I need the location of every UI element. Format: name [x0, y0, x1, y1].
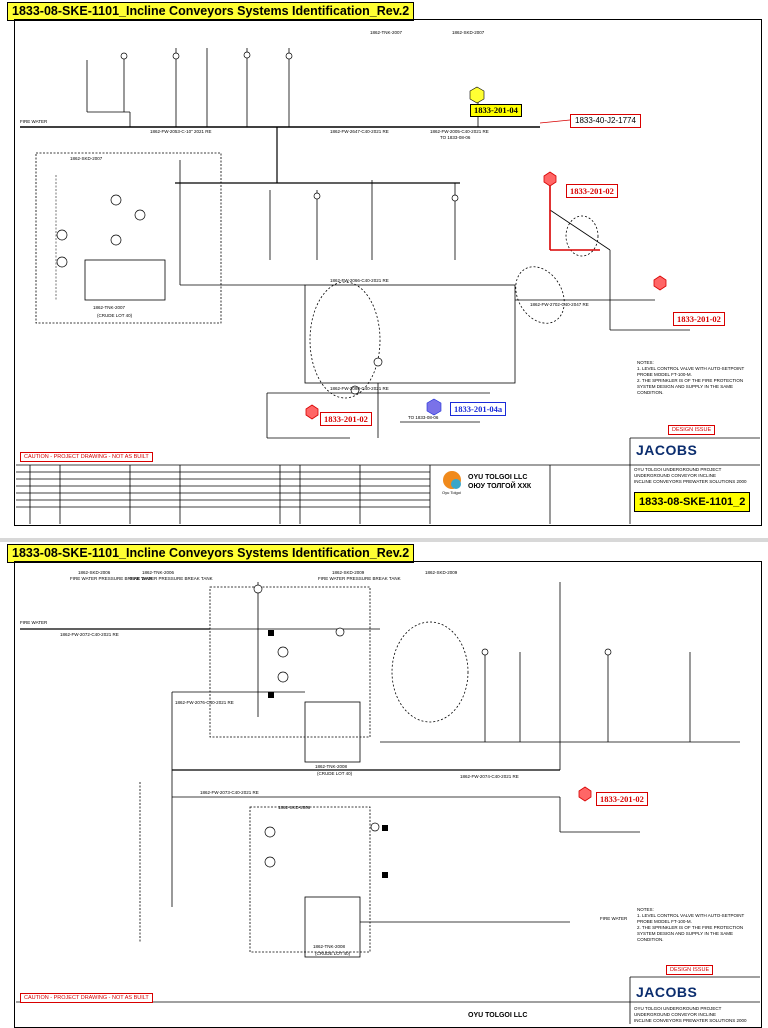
note-item: 2. THE SPRINKLER IS OF THE FIRE PROTECTI…	[637, 378, 744, 395]
drawing-frame	[14, 19, 762, 526]
project-line: INCLINE CONVEYORS PREWATER SOLUTIONS 200…	[634, 479, 747, 484]
document-title-banner: 1833-08-SKE-1101_Incline Conveyors Syste…	[7, 2, 415, 21]
line-label: 1862-FW-2072-C40-2021 RE	[60, 632, 119, 637]
notes-heading: NOTES:	[637, 907, 654, 912]
drawing-number: 1833-08-SKE-1101_2	[634, 492, 751, 512]
reference-tag[interactable]: 1833-40-J2-1774	[570, 114, 641, 128]
line-label: 1862-FW-2073-C40-2021 RE	[200, 790, 259, 795]
document-title-banner: 1833-08-SKE-1101_Incline Conveyors Syste…	[7, 544, 415, 563]
project-line: OYU TOLGOI UNDERGROUND PROJECT	[634, 1006, 722, 1011]
tank-label: 1862-TNK-2008	[313, 944, 346, 949]
piping-schematic	[16, 582, 760, 1024]
tank-label: 1862-TNK-2007	[370, 30, 403, 35]
drawing-sheet-1: 1833-08-SKE-1101_Incline Conveyors Syste…	[7, 2, 762, 526]
skid-label: 1862-SKD-2006	[78, 570, 111, 575]
company-name-mn: ОЮУ ТОЛГОЙ ХХК	[468, 483, 532, 490]
callout-tag-red[interactable]: 1833-201-02	[566, 184, 618, 198]
logo-text: Oyu Tolgoi	[442, 490, 461, 495]
callout-tag-red[interactable]: 1833-201-02	[596, 792, 648, 806]
project-line: OYU TOLGOI UNDERGROUND PROJECT	[634, 467, 722, 472]
project-line: UNDERGROUND CONVEYOR INCLINE	[634, 473, 717, 478]
project-line: UNDERGROUND CONVEYOR INCLINE	[634, 1012, 717, 1017]
caution-stamp: CAUTION - PROJECT DRAWING - NOT AS BUILT	[20, 452, 153, 462]
line-label: 1862-FW-2098-C40-2021 RE	[330, 386, 389, 391]
jacobs-logo: JACOBS	[636, 442, 698, 458]
skid-label: 1862-SKD-2007	[452, 30, 485, 35]
piping-schematic	[16, 48, 760, 524]
note-item: 1. LEVEL CONTROL VALVE WITH AUTO-SETPOIN…	[637, 913, 745, 924]
skid-sublabel: FIRE WATER PRESSURE BREAK TANK	[318, 576, 401, 581]
tank-sublabel: FIRE WATER PRESSURE BREAK TANK	[130, 576, 213, 581]
line-label: TO 1833-08-06	[408, 415, 439, 420]
drawing-sheet-2: 1833-08-SKE-1101_Incline Conveyors Syste…	[0, 542, 768, 1028]
skid-label: 1862-SKD-2008	[278, 805, 311, 810]
design-issue-stamp: DESIGN ISSUE	[666, 965, 714, 975]
company-name: OYU TOLGOI LLC	[468, 474, 528, 481]
line-label: FIRE WATER	[600, 916, 628, 921]
company-name: OYU TOLGOI LLC	[468, 1012, 528, 1019]
project-line: INCLINE CONVEYORS PREWATER SOLUTIONS 200…	[634, 1018, 747, 1023]
tank-label: 1862-TNK-2007	[93, 305, 126, 310]
line-label: 1862-FW-2702-C40-2047 RE	[530, 302, 589, 307]
notes-block: NOTES: 1. LEVEL CONTROL VALVE WITH AUTO-…	[637, 360, 752, 396]
tank-sublabel: (CRUDE LOT 40)	[315, 951, 351, 956]
line-label: 1862-FW-2647-C40-2021 RE	[330, 129, 389, 134]
callout-tag-yellow[interactable]: 1833-201-04	[470, 104, 522, 117]
caution-stamp: CAUTION - PROJECT DRAWING - NOT AS BUILT	[20, 993, 153, 1003]
design-issue-stamp: DESIGN ISSUE	[668, 425, 716, 435]
skid-label: 1862-SKD-2009	[332, 570, 365, 575]
tank-sublabel: (CRUDE LOT 40)	[97, 313, 133, 318]
line-label: 1862-FW-2076-C40-2021 RE	[175, 700, 234, 705]
notes-block: NOTES: 1. LEVEL CONTROL VALVE WITH AUTO-…	[637, 907, 752, 943]
line-label: 1862-FW-2074-C40-2021 RE	[460, 774, 519, 779]
line-label: FIRE WATER	[20, 620, 48, 625]
tank-label: 1862-TNK-2006	[142, 570, 175, 575]
tank-label: 1862-TNK-2008	[315, 764, 348, 769]
skid-label: 1862-SKD-2009	[425, 570, 458, 575]
line-label: FIRE WATER	[20, 119, 48, 124]
page-divider	[0, 538, 768, 542]
callout-tag-red[interactable]: 1833-201-02	[320, 412, 372, 426]
line-label: 1862-FW-2053-C-10" 2021 RE	[150, 129, 212, 134]
note-item: 1. LEVEL CONTROL VALVE WITH AUTO-SETPOIN…	[637, 366, 745, 377]
skid-sublabel: FIRE WATER PRESSURE BREAK TANK	[70, 576, 153, 581]
callout-tag-blue[interactable]: 1833-201-04a	[450, 402, 507, 416]
notes-heading: NOTES:	[637, 360, 654, 365]
jacobs-logo: JACOBS	[636, 984, 698, 1000]
tank-sublabel: (CRUDE LOT 40)	[317, 771, 353, 776]
note-item: 2. THE SPRINKLER IS OF THE FIRE PROTECTI…	[637, 925, 744, 942]
line-label: 1862-FW-2005-C40-2021 RE	[430, 129, 489, 134]
line-label: 1862-FW-2066-C40-2021 RE	[330, 278, 389, 283]
line-label: TO 1833-08-06	[440, 135, 471, 140]
skid-label: 1862-SKD-2007	[70, 156, 103, 161]
callout-tag-red[interactable]: 1833-201-02	[673, 312, 725, 326]
